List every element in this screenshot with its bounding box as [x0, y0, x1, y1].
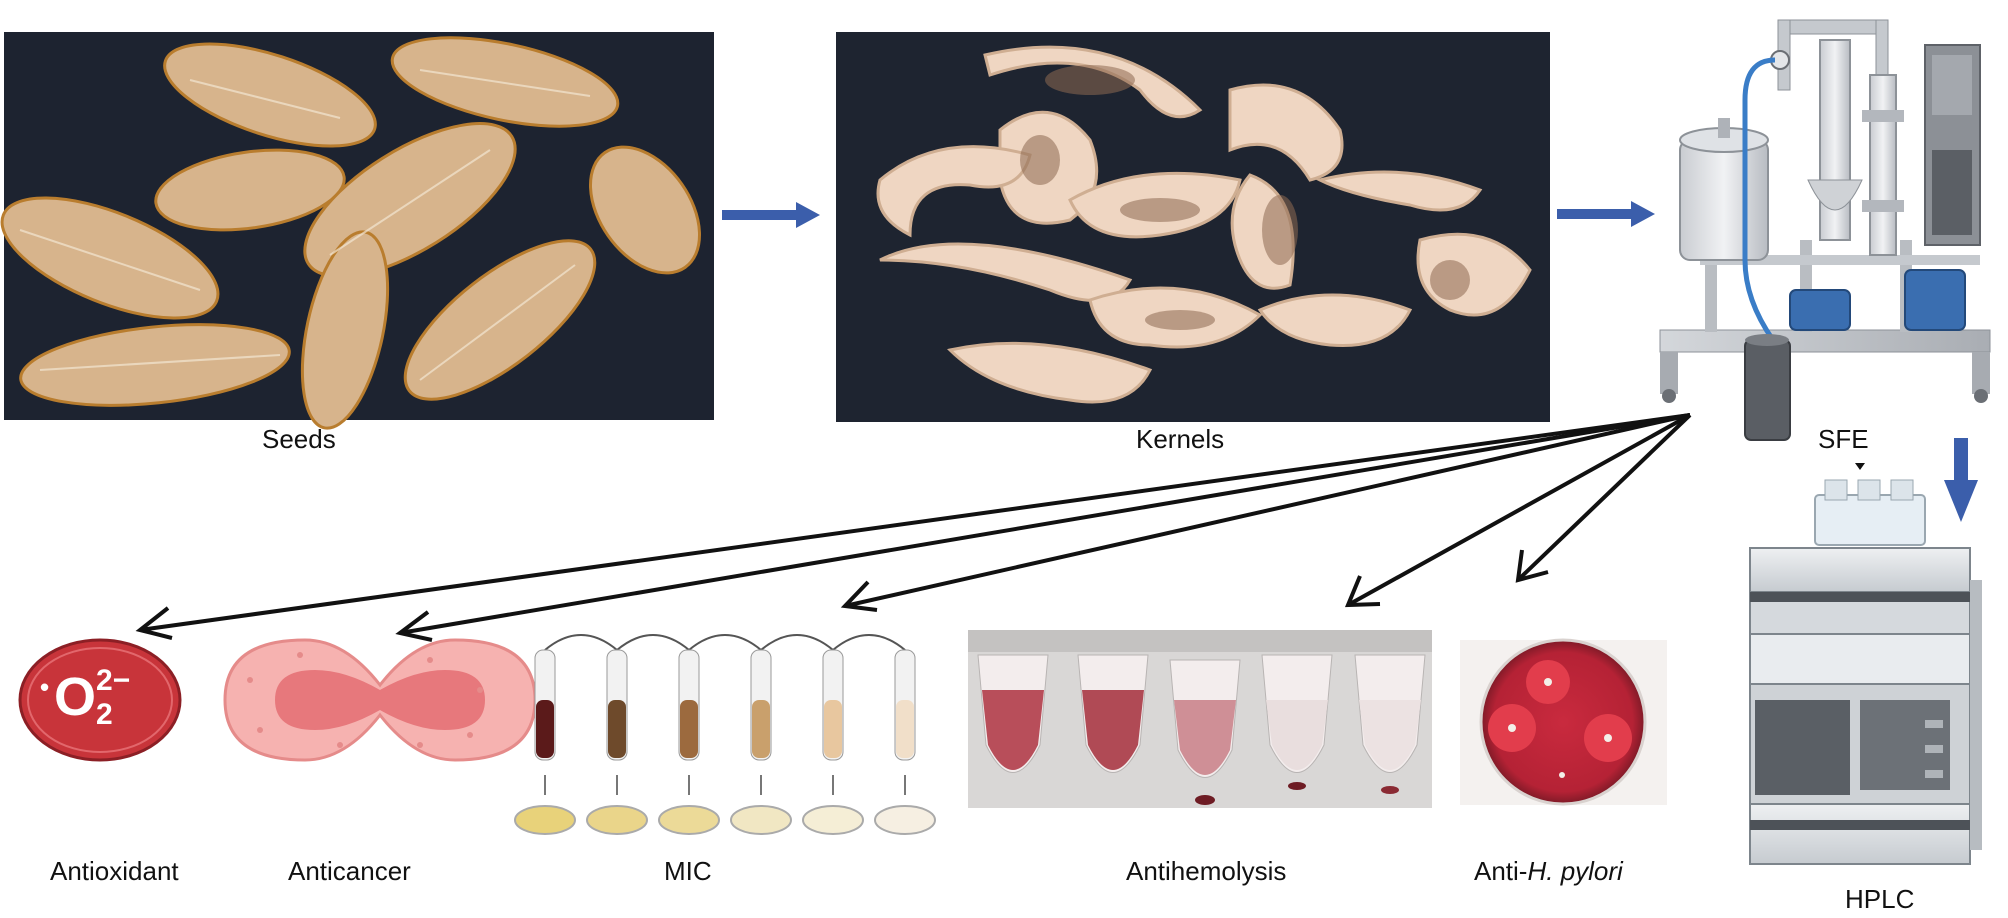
- h-pylori-italic: H. pylori: [1527, 856, 1622, 886]
- anti-h-pylori-label: Anti-H. pylori: [1474, 856, 1623, 887]
- antihemolysis-label: Antihemolysis: [1126, 856, 1286, 887]
- hplc-label: HPLC: [1845, 884, 1914, 915]
- seeds-label: Seeds: [262, 424, 336, 455]
- sfe-label: SFE: [1818, 424, 1869, 455]
- anti-prefix: Anti-: [1474, 856, 1527, 886]
- antioxidant-label: Antioxidant: [50, 856, 179, 887]
- mic-dilution-series: [515, 635, 935, 834]
- mic-label: MIC: [664, 856, 712, 887]
- kernels-label: Kernels: [1136, 424, 1224, 455]
- kernels-photo: [836, 32, 1550, 422]
- hplc-instrument: [1750, 463, 1982, 864]
- arrow-seeds-to-kernels: [722, 202, 820, 228]
- arrow-kernels-to-sfe: [1557, 201, 1655, 227]
- assay-arrows: [140, 415, 1690, 640]
- oxygen-symbol: O: [54, 666, 96, 728]
- antihemolysis-photo: [968, 630, 1432, 808]
- antioxidant-formula: • O 2− 2: [40, 662, 160, 742]
- charge-superscript: 2−: [96, 664, 130, 698]
- h-pylori-plate-photo: [1460, 640, 1667, 805]
- radical-dot: •: [40, 672, 49, 703]
- seeds-photo: [0, 21, 722, 436]
- arrow-sfe-to-hplc: [1944, 438, 1978, 522]
- anticancer-label: Anticancer: [288, 856, 411, 887]
- sfe-apparatus: [1660, 20, 1990, 440]
- oxygen-subscript: 2: [96, 698, 113, 732]
- anticancer-icon: [225, 640, 535, 760]
